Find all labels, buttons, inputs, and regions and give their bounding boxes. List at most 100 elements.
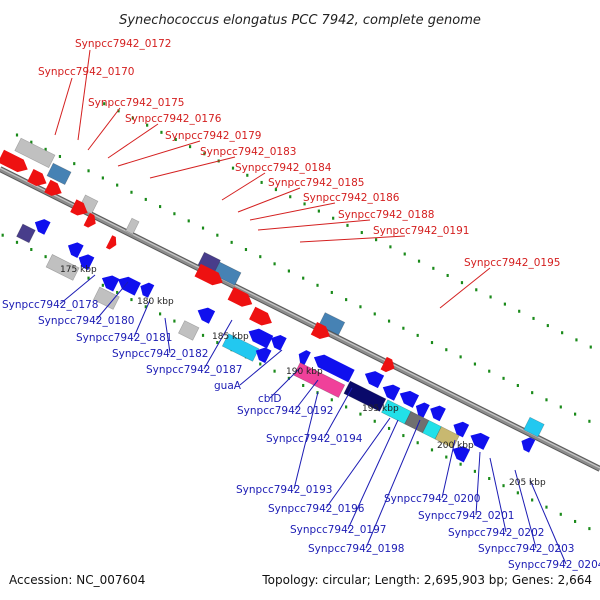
leader-line-forward (257, 219, 371, 231)
gene-arrow-forward (227, 287, 253, 307)
gene-label-forward: Synpcc7942_0195 (464, 257, 560, 269)
gene-arrow-reverse (140, 282, 155, 298)
scale-label: 175 kbp (60, 265, 97, 275)
gene-arrow-reverse (197, 307, 216, 324)
gene-arrow-forward (27, 169, 47, 186)
gene-arrow-reverse (521, 437, 536, 453)
gene-block (178, 320, 200, 341)
gene-arrow-reverse (67, 242, 84, 259)
gene-label-reverse: Synpcc7942_0182 (112, 348, 208, 360)
gene-arrow-forward (249, 306, 272, 326)
gene-block (93, 286, 120, 310)
gene-block (434, 426, 460, 449)
scale-label: 200 kbp (437, 441, 474, 451)
leader-line-forward (439, 267, 491, 309)
gene-label-reverse: Synpcc7942_0203 (478, 543, 574, 555)
gene-arrow-reverse (248, 328, 274, 349)
gene-label-reverse: Synpcc7942_0180 (38, 315, 134, 327)
gene-arrow-reverse (78, 254, 95, 271)
leader-line-reverse (475, 451, 481, 516)
leader-line-reverse (323, 387, 353, 439)
gene-label-reverse: Synpcc7942_0200 (384, 493, 480, 505)
leader-line-forward (87, 107, 121, 151)
gene-label-forward: Synpcc7942_0170 (38, 66, 134, 78)
gene-block (404, 411, 430, 434)
gene-block (293, 362, 346, 398)
gene-block (221, 333, 260, 362)
leader-line-reverse (59, 274, 96, 305)
gene-label-forward: Synpcc7942_0184 (235, 162, 332, 174)
leader-line-reverse (293, 391, 319, 490)
leader-line-forward (249, 202, 336, 221)
genome-summary-text: Topology: circular; Length: 2,695,903 bp… (262, 573, 592, 587)
gene-label-forward: Synpcc7942_0191 (373, 225, 469, 237)
scale-label: 180 kbp (137, 297, 174, 307)
gene-arrow-forward (380, 356, 395, 373)
gene-arrow-reverse (453, 421, 470, 438)
accession-text: Accession: NC_007604 (9, 573, 146, 587)
leader-line-reverse (514, 469, 537, 549)
gene-block (212, 261, 242, 286)
gene-arrow-reverse (101, 275, 120, 292)
scale-label: 185 kbp (212, 332, 249, 342)
gene-arrow-reverse (415, 402, 430, 418)
gene-arrow-forward (105, 235, 117, 250)
gene-label-reverse: guaA (214, 380, 242, 392)
gene-arrow-reverse (470, 432, 490, 450)
genome-backbone (0, 166, 600, 472)
gene-block (125, 217, 140, 235)
gene-label-forward: Synpcc7942_0176 (125, 113, 222, 125)
gene-arrow-reverse (255, 347, 272, 364)
leader-line-forward (237, 187, 301, 213)
leader-line-forward (299, 235, 406, 243)
gene-label-forward: Synpcc7942_0179 (165, 130, 261, 142)
gene-arrow-reverse (382, 384, 401, 401)
leader-line-reverse (489, 457, 507, 533)
gene-label-reverse: Synpcc7942_0193 (236, 484, 332, 496)
leader-line-reverse (95, 281, 129, 321)
gene-label-reverse: Synpcc7942_0187 (146, 364, 242, 376)
leader-line-reverse (164, 317, 171, 354)
scale-label: 195 kbp (362, 404, 399, 414)
gene-arrow-reverse (270, 334, 287, 351)
leader-line-reverse (441, 439, 456, 499)
gene-block (523, 416, 545, 438)
gene-label-reverse: Synpcc7942_0198 (308, 543, 404, 555)
gene-label-reverse: Synpcc7942_0181 (76, 332, 172, 344)
gene-label-reverse: cbiD (258, 393, 281, 405)
leader-line-reverse (325, 417, 391, 509)
gene-arrow-forward (83, 212, 96, 228)
gene-labels: 175 kbp 180 kbp 185 kbp 190 kbp 195 kbp 200 k… (2, 38, 600, 571)
gene-arrow-forward (0, 149, 28, 173)
gene-arrow-reverse (34, 219, 51, 235)
leader-line-forward (149, 156, 236, 179)
leader-line-reverse (365, 419, 421, 549)
leader-line-forward (77, 49, 91, 141)
gene-arrow-reverse (364, 371, 385, 389)
leader-line-forward (107, 123, 159, 159)
gene-label-forward: Synpcc7942_0172 (75, 38, 171, 50)
gene-arrow-forward (70, 199, 88, 216)
scale-label: 190 kbp (286, 367, 323, 377)
gene-label-reverse: Synpcc7942_0201 (418, 510, 514, 522)
gene-block (318, 312, 346, 336)
leader-line-forward (117, 140, 201, 167)
gene-label-forward: Synpcc7942_0185 (268, 177, 364, 189)
tick-marks (1, 102, 592, 531)
leader-line-forward (221, 172, 266, 201)
leader-line-reverse (239, 349, 283, 386)
leader-line-reverse (347, 419, 399, 530)
backbone-core (0, 167, 600, 471)
gene-features (0, 137, 545, 463)
leader-line-forward (54, 77, 73, 136)
leader-line-reverse (529, 479, 567, 565)
gene-block (46, 162, 72, 186)
backbone-highlight (0, 167, 600, 469)
label-leader-lines (54, 49, 567, 565)
gene-block (343, 380, 387, 412)
gene-label-reverse: Synpcc7942_0192 (237, 405, 333, 417)
leader-line-reverse (133, 299, 151, 338)
gene-arrow-reverse (452, 446, 470, 463)
gene-label-reverse: Synpcc7942_0178 (2, 299, 98, 311)
gene-label-reverse: Synpcc7942_0194 (266, 433, 363, 445)
